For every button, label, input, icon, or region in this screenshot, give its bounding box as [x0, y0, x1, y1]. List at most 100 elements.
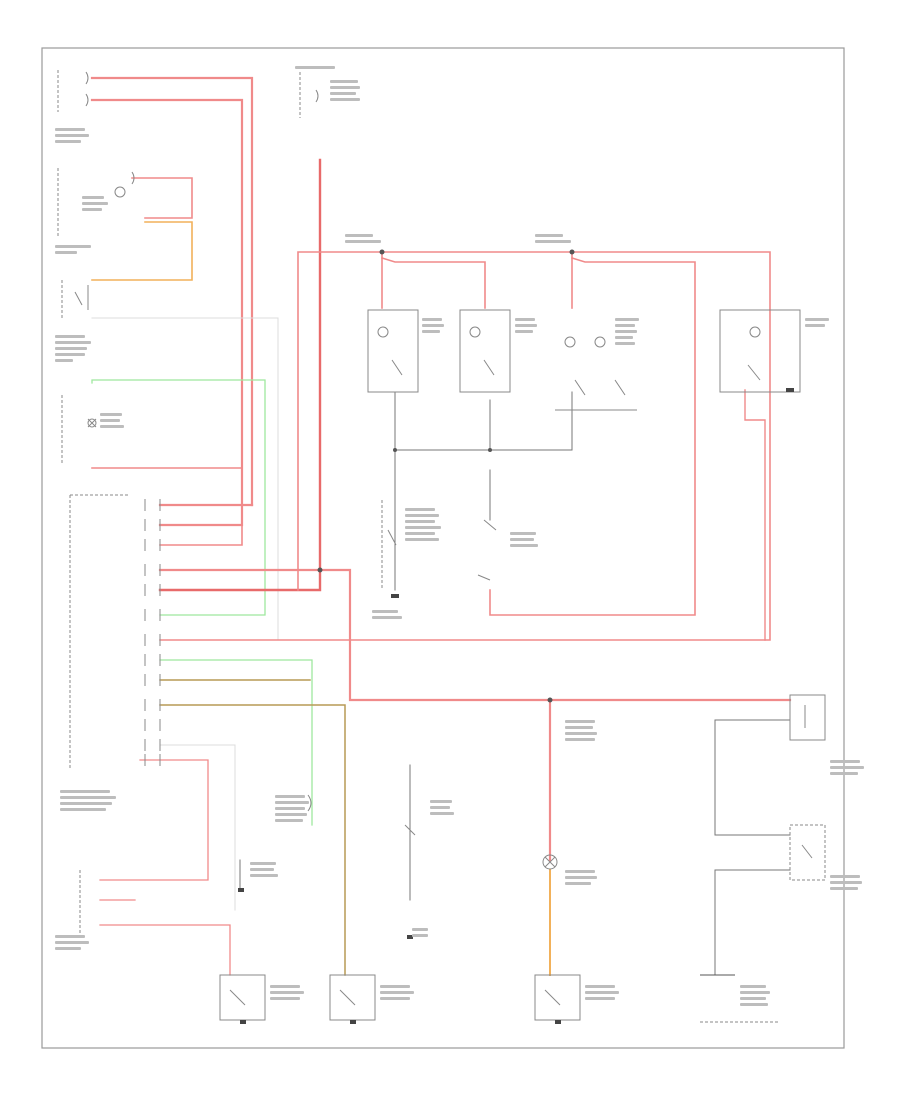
wire-red-11 [744, 389, 766, 641]
left-vanity-lamp-box [367, 309, 419, 393]
wire-black-1 [394, 391, 573, 451]
wire-red-12 [99, 759, 209, 881]
illegible-label [60, 796, 116, 799]
illegible-label [615, 336, 633, 339]
illegible-label [55, 341, 91, 344]
illegible-label [830, 766, 864, 769]
illegible-label [510, 538, 534, 541]
illegible-label [275, 801, 309, 804]
illegible-label [585, 991, 619, 994]
switch-icon [747, 364, 761, 381]
illegible-label [330, 86, 360, 89]
illegible-label [405, 508, 435, 511]
illegible-label [55, 251, 77, 254]
illegible-label [275, 813, 307, 816]
illegible-label [55, 140, 81, 143]
illegible-label [330, 92, 356, 95]
fuse-icon [114, 171, 135, 198]
illegible-label [372, 616, 402, 619]
wire-green-2 [159, 659, 313, 826]
illegible-label [275, 795, 305, 798]
illegible-label [422, 324, 444, 327]
illegible-label [510, 544, 538, 547]
splice-layer [317, 249, 575, 703]
illegible-label [55, 947, 81, 950]
illegible-label [740, 997, 766, 1000]
illegible-label [535, 240, 571, 243]
illegible-label [565, 726, 593, 729]
illegible-label [275, 807, 305, 810]
wire-red-main [158, 158, 322, 592]
wire-red-10 [489, 257, 696, 616]
bulb-icon [87, 418, 97, 428]
illegible-label [82, 196, 104, 199]
illegible-label [270, 991, 304, 994]
wire-grey-2 [159, 744, 236, 911]
wire-olive-2 [159, 704, 346, 976]
illegible-label [55, 335, 85, 338]
wire-orange-1 [91, 221, 193, 281]
ground-icon [238, 888, 244, 892]
illegible-label [535, 234, 563, 237]
component-layer [57, 70, 826, 1023]
illegible-label [55, 941, 89, 944]
illegible-label [60, 790, 110, 793]
ground-icon [391, 594, 399, 598]
splice-icon [393, 448, 397, 452]
illegible-label [100, 425, 124, 428]
label-layer [55, 66, 864, 1006]
wire-green-1 [91, 379, 266, 616]
wire-black-6 [714, 869, 791, 976]
illegible-label [270, 997, 300, 1000]
illegible-label [250, 874, 278, 877]
illegible-label [82, 208, 102, 211]
wire-red-2 [90, 98, 244, 527]
wire-red-1 [90, 76, 254, 507]
switch-icon [801, 844, 813, 859]
wire-red-4 [131, 177, 193, 219]
switch-icon [387, 529, 397, 546]
switch-icon [483, 359, 495, 376]
right-relay-box-lower [789, 824, 826, 881]
illegible-label [405, 532, 435, 535]
illegible-label [405, 520, 435, 523]
illegible-label [55, 353, 85, 356]
switch-icon [74, 285, 89, 310]
illegible-label [345, 234, 373, 237]
illegible-label [330, 98, 360, 101]
splice-icon [317, 567, 323, 573]
illegible-label [565, 738, 595, 741]
ground-icon [555, 1020, 561, 1024]
connector-pin [144, 674, 161, 686]
illegible-label [830, 875, 860, 878]
switch-icon [574, 379, 626, 396]
illegible-label [275, 819, 303, 822]
connector-pin [144, 634, 161, 646]
illegible-label [412, 928, 428, 931]
wire-grey-1 [91, 317, 279, 641]
right-vanity-lamp-box [459, 309, 511, 393]
illegible-label [430, 806, 450, 809]
illegible-label [270, 985, 300, 988]
connector-pin [144, 519, 161, 531]
illegible-label [55, 128, 85, 131]
splice-icon [547, 697, 553, 703]
splice-icon [379, 249, 385, 255]
illegible-label [565, 720, 595, 723]
illegible-label [422, 318, 442, 321]
illegible-label [422, 330, 440, 333]
switch-icon [391, 359, 403, 376]
illegible-label [565, 732, 597, 735]
illegible-label [55, 359, 73, 362]
illegible-label [565, 882, 591, 885]
map-lamp-box [555, 310, 637, 392]
connector-pin [144, 654, 161, 666]
ground-icon [407, 935, 413, 939]
connector-pin [144, 739, 161, 751]
illegible-label [830, 772, 858, 775]
illegible-label [830, 760, 860, 763]
illegible-label [830, 881, 862, 884]
front-door-switch-left-box [219, 974, 266, 1021]
illegible-label [295, 66, 335, 69]
